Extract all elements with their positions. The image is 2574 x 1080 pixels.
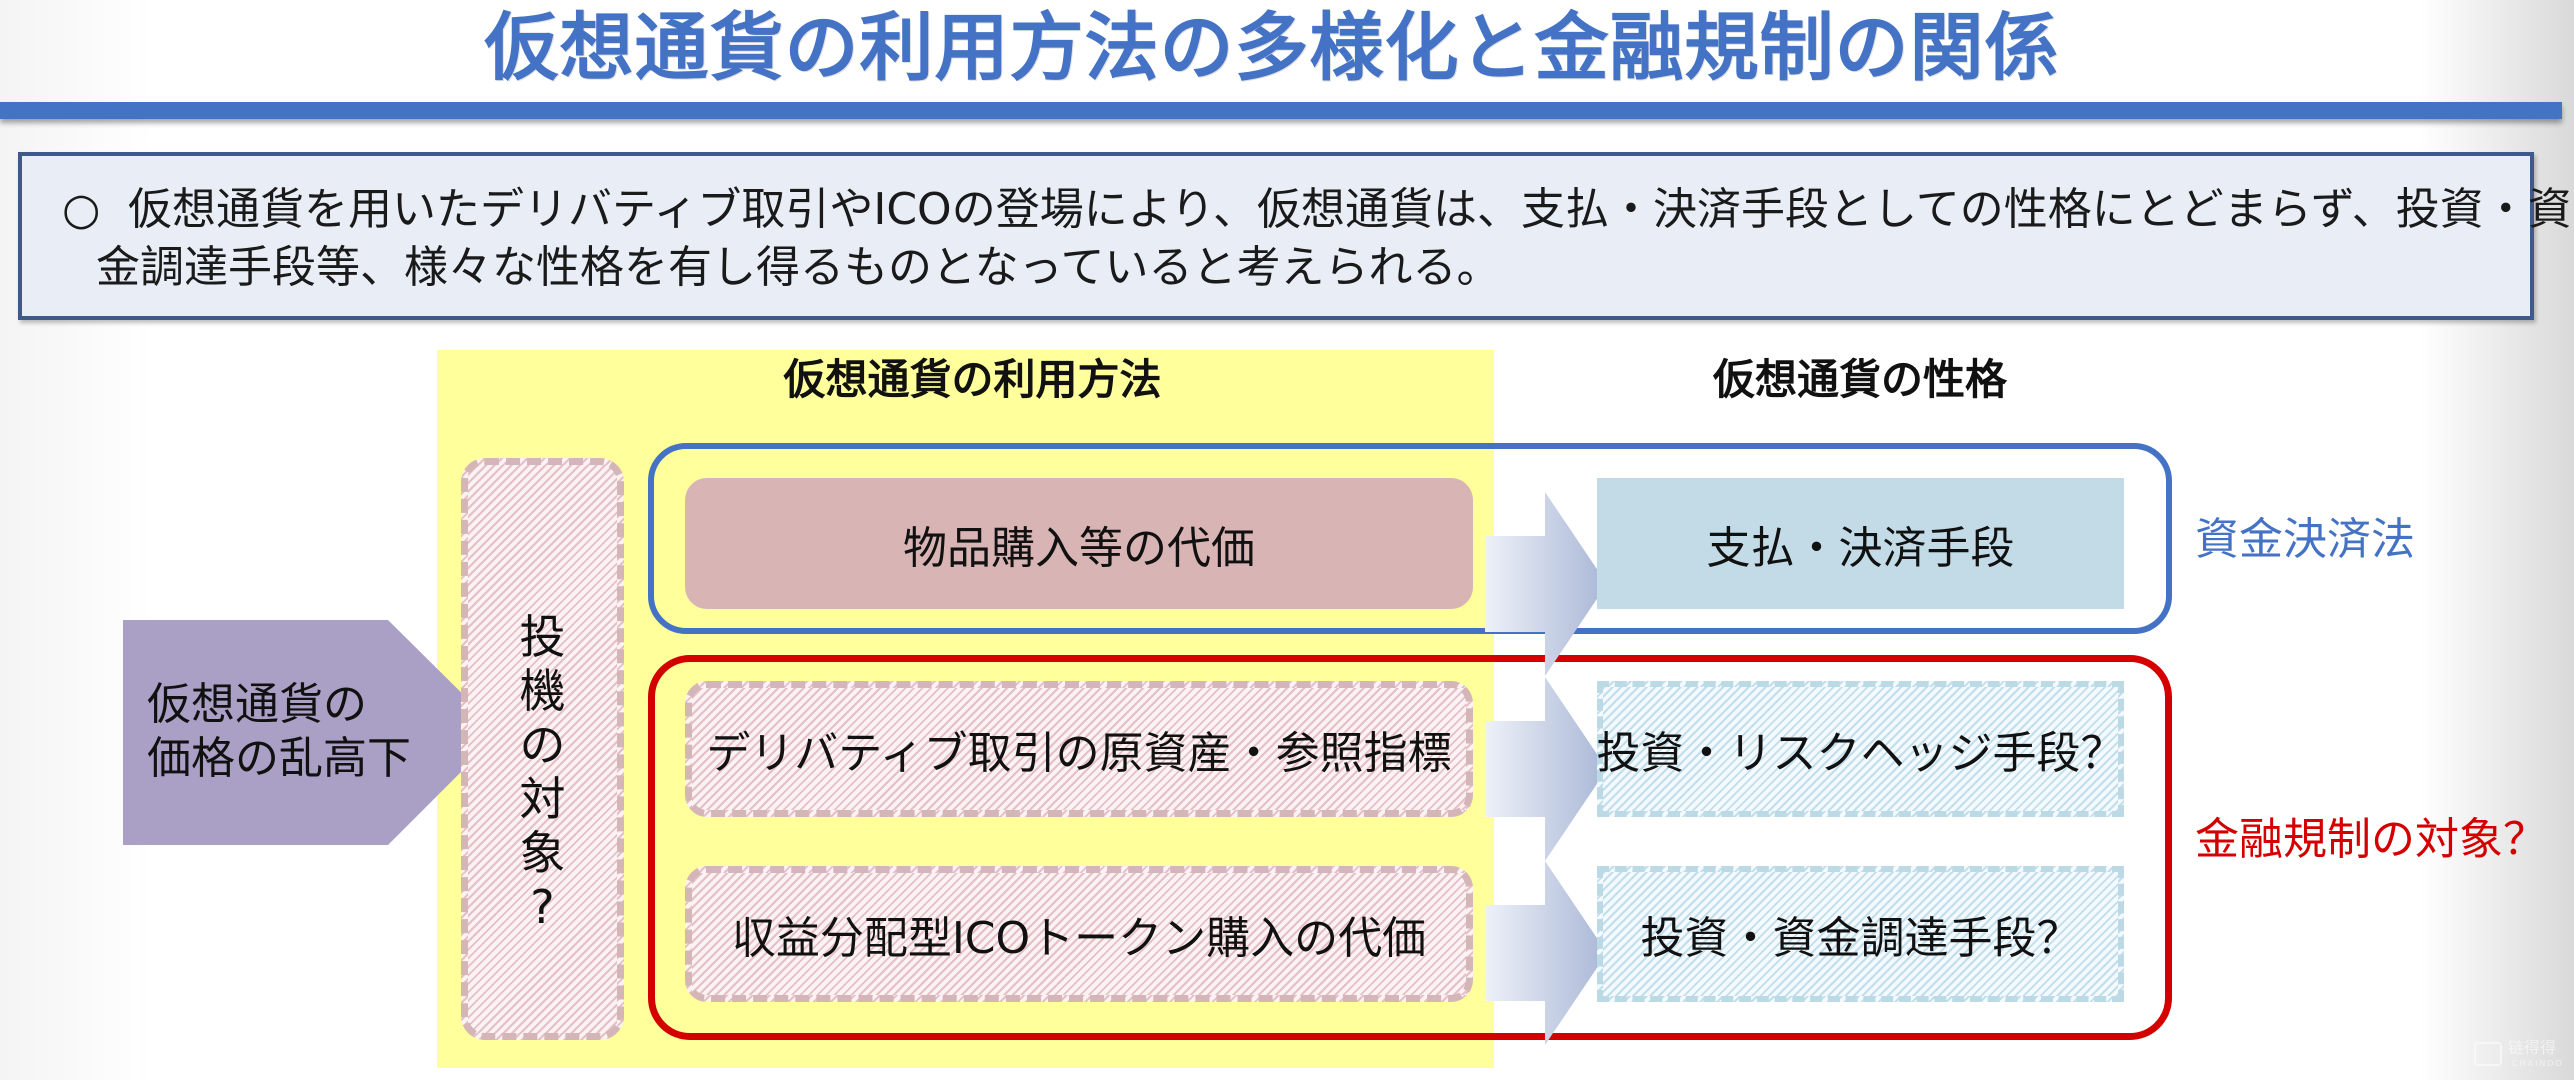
watermark-logo: 链得得 CHAINDD xyxy=(2474,1038,2570,1074)
usage-header: 仮想通貨の利用方法 xyxy=(783,355,1162,404)
chat-bubble-icon xyxy=(2474,1042,2502,1066)
usage-label: 収益分配型ICOトークン購入の代価 xyxy=(731,913,1427,964)
usage-label: 物品購入等の代価 xyxy=(903,522,1255,574)
speculation-char: 象 xyxy=(519,826,566,880)
nature-box-investment-fundraising: 投資・資金調達手段？ xyxy=(1597,866,2124,1002)
watermark-cn: 链得得 xyxy=(2508,1038,2557,1057)
intro-line-1: ○ 仮想通貨を用いたデリバティブ取引やICOの登場により、仮想通貨は、支払・決済手… xyxy=(62,184,2572,236)
speculation-char: の xyxy=(519,718,566,772)
usage-box-derivatives: デリバティブ取引の原資産・参照指標 xyxy=(685,681,1473,817)
speculation-char: ? xyxy=(530,880,555,934)
nature-label: 支払・決済手段 xyxy=(1706,522,2015,574)
price-volatility-text: 仮想通貨の 価格の乱高下 xyxy=(147,678,411,786)
speculation-text: 投 機 の 対 象 ? xyxy=(461,610,624,934)
flow-arrow-icon xyxy=(1485,861,1607,1045)
price-volatility-arrow xyxy=(123,620,501,845)
flow-arrow-shape xyxy=(1485,492,1607,676)
intro-text-1: 仮想通貨を用いたデリバティブ取引やICOの登場により、仮想通貨は、支払・決済手段… xyxy=(128,184,2572,235)
title-underline xyxy=(0,102,2562,119)
financial-regulation-label: 金融規制の対象？ xyxy=(2195,814,2547,865)
payment-law-group-outline xyxy=(648,443,2172,634)
nature-header: 仮想通貨の性格 xyxy=(1712,355,2007,404)
nature-label: 投資・資金調達手段？ xyxy=(1640,913,2081,964)
payment-services-act-label: 資金決済法 xyxy=(2195,514,2415,565)
usage-box-goods-purchase: 物品購入等の代価 xyxy=(685,478,1473,609)
nature-box-investment-hedge: 投資・リスクヘッジ手段？ xyxy=(1596,681,2125,817)
usage-label: デリバティブ取引の原資産・参照指標 xyxy=(706,728,1452,779)
nature-box-payment: 支払・決済手段 xyxy=(1597,478,2124,609)
usage-box-ico-token: 収益分配型ICOトークン購入の代価 xyxy=(685,866,1473,1002)
flow-arrow-icon xyxy=(1485,677,1607,861)
intro-box: ○ 仮想通貨を用いたデリバティブ取引やICOの登場により、仮想通貨は、支払・決済手… xyxy=(18,152,2572,320)
financial-regulation-group-outline xyxy=(648,655,2172,1040)
intro-line-2: 金調達手段等、様々な性格を有し得るものとなっていると考えられる。 xyxy=(96,242,1501,293)
slide-title: 仮想通貨の利用方法の多様化と金融規制の関係 xyxy=(484,5,2060,91)
flow-arrow-shape xyxy=(1485,861,1607,1045)
nature-label: 投資・リスクヘッジ手段？ xyxy=(1596,728,2125,779)
flow-arrow-shape xyxy=(1485,677,1607,861)
speculation-char: 対 xyxy=(519,772,566,826)
speculation-char: 機 xyxy=(519,664,566,718)
pentagon-arrow-shape xyxy=(123,620,501,845)
price-volatility-line-2: 価格の乱高下 xyxy=(147,733,411,784)
watermark-en: CHAINDD xyxy=(2512,1059,2564,1068)
speculation-box xyxy=(461,458,624,1040)
price-volatility-line-1: 仮想通貨の xyxy=(147,679,367,730)
speculation-char: 投 xyxy=(519,610,566,664)
bullet-icon: ○ xyxy=(62,184,101,235)
flow-arrow-icon xyxy=(1485,492,1607,676)
